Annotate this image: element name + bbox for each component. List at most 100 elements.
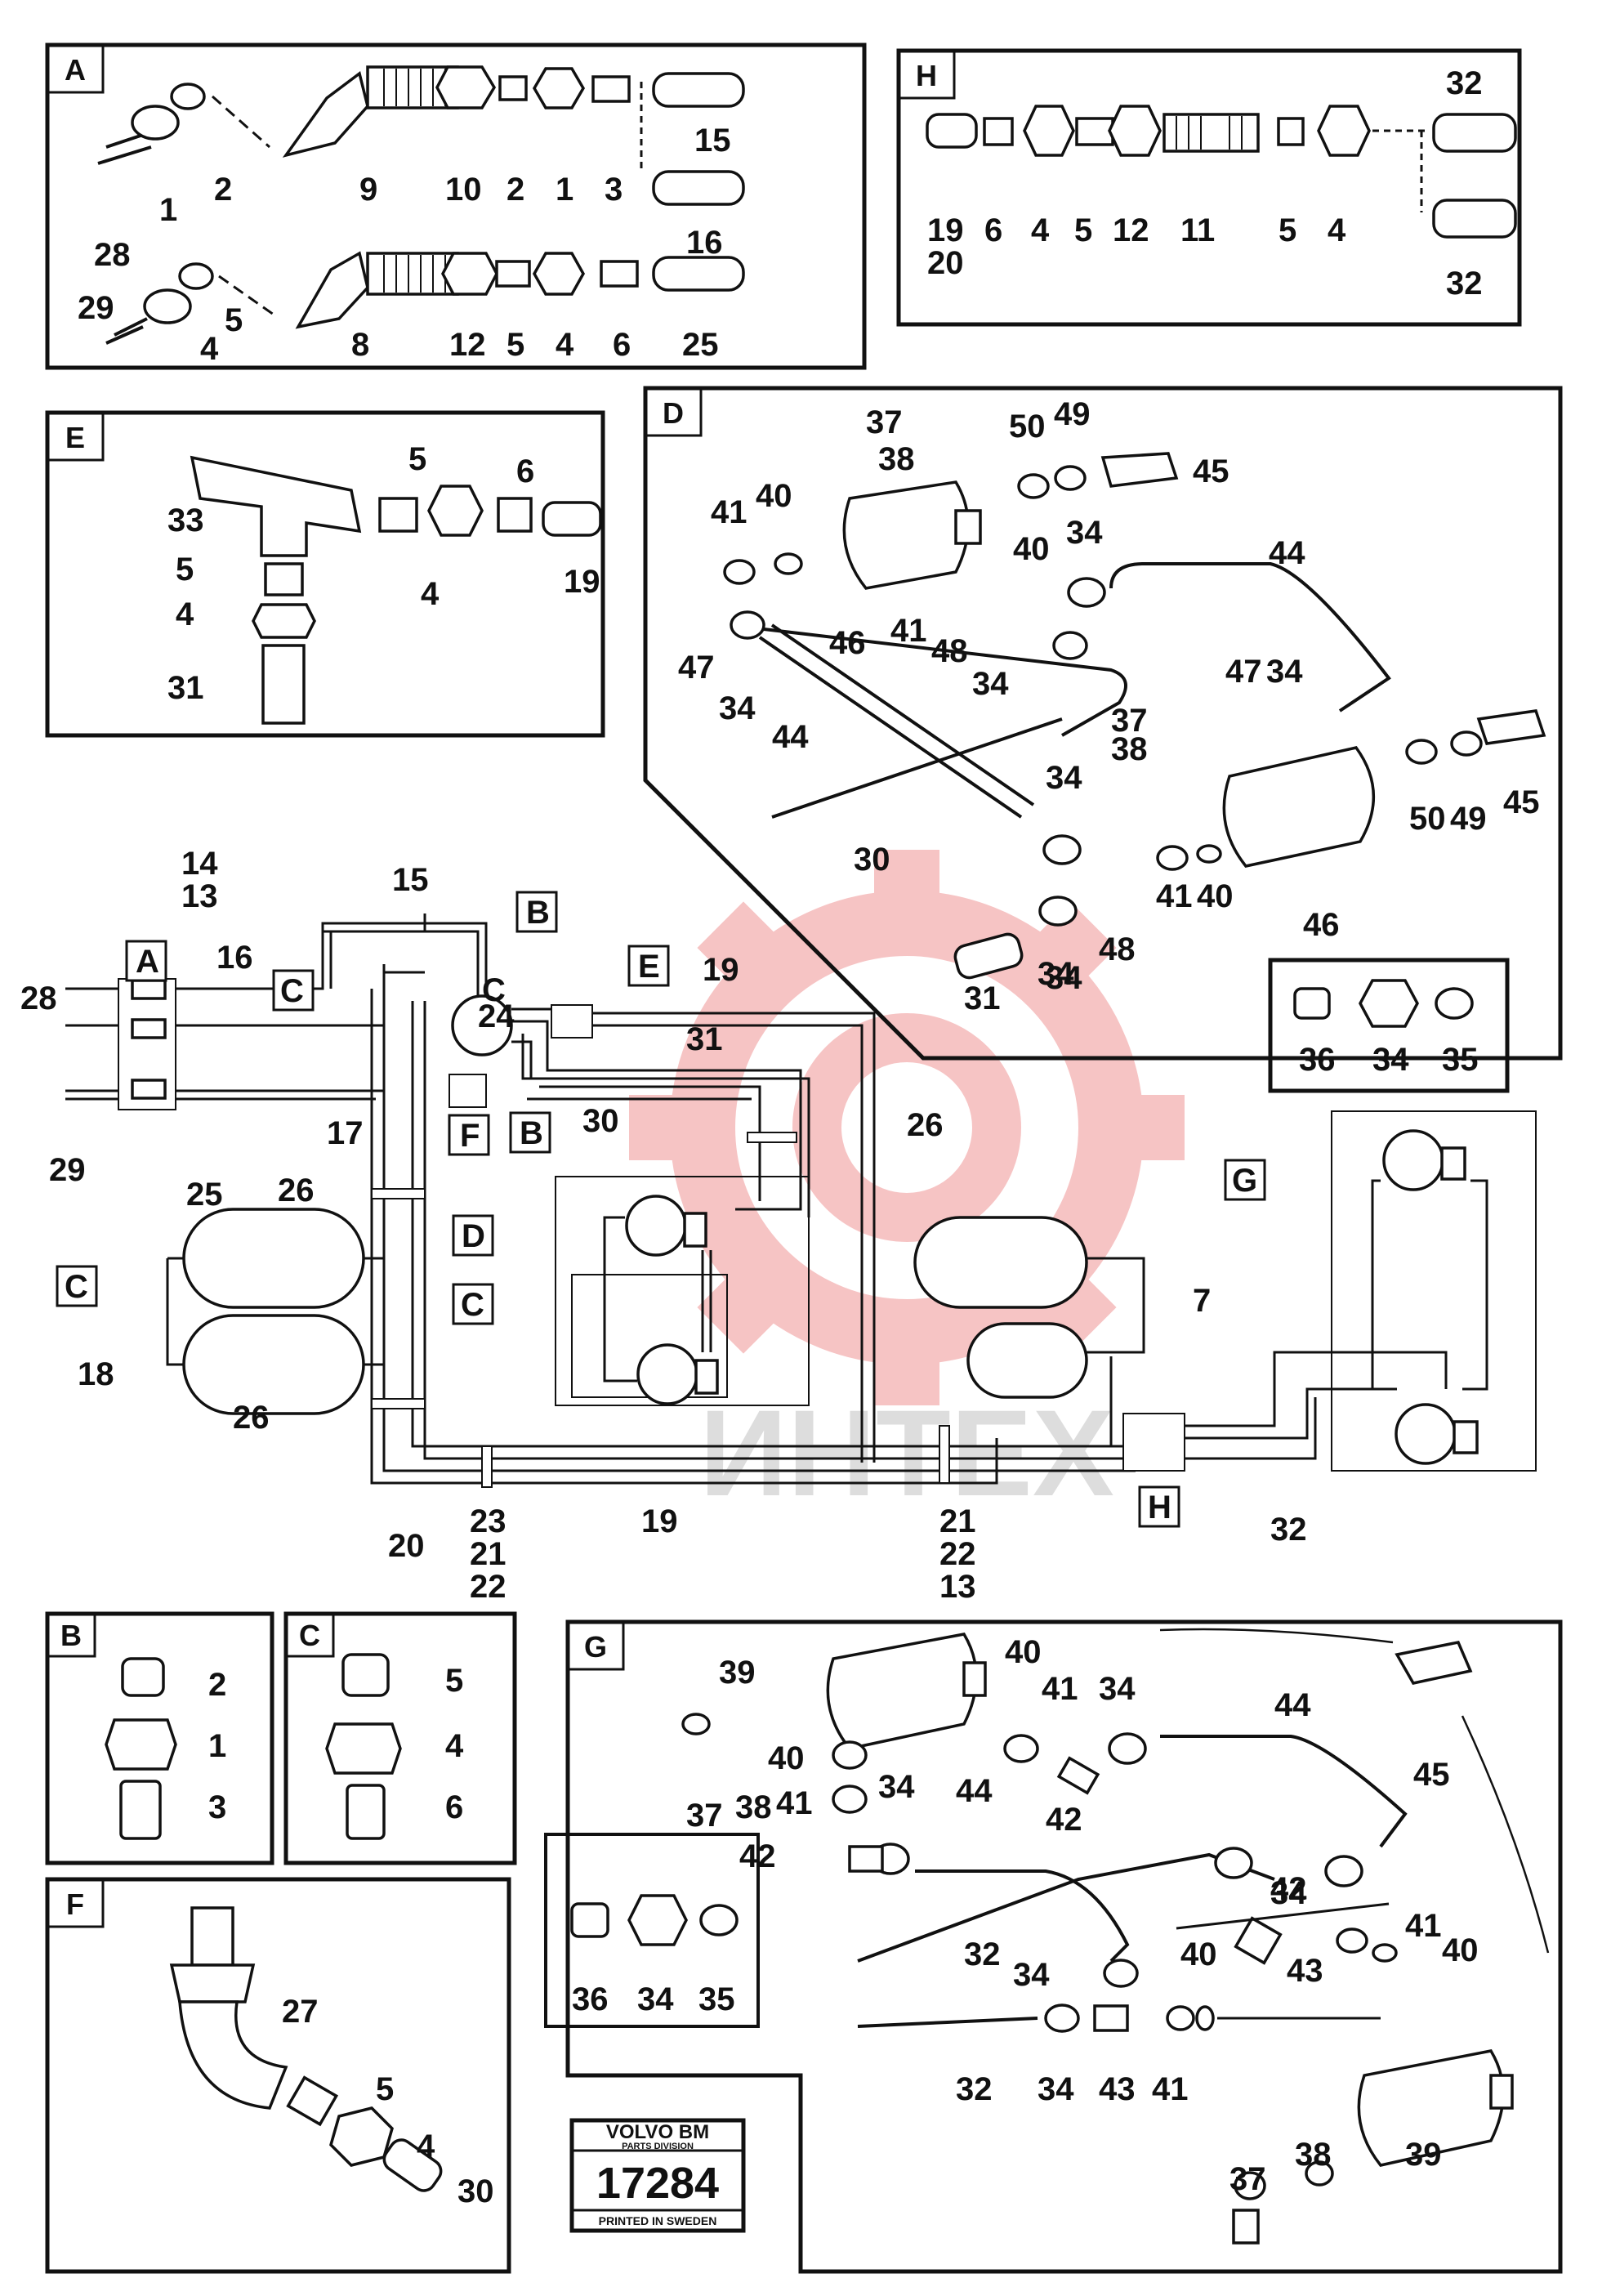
- callout-label: 28: [94, 237, 131, 273]
- callout-label: 22: [939, 1536, 976, 1572]
- callout-label: 32: [1446, 65, 1483, 101]
- callout-label: C: [65, 1269, 88, 1305]
- callout-label: 37: [1111, 703, 1148, 739]
- panel-h-letter: H: [916, 59, 937, 92]
- callout-label: F: [460, 1118, 480, 1154]
- callout-label: 22: [470, 1569, 507, 1605]
- panel-e-letter: E: [65, 421, 85, 454]
- callout-label: 33: [167, 503, 204, 538]
- callout-label: 25: [682, 327, 719, 363]
- callout-label: 5: [1074, 212, 1092, 248]
- watermark-gear-icon: [629, 850, 1185, 1405]
- callout-label: 34: [1013, 1957, 1050, 1993]
- callout-label: 13: [181, 878, 218, 914]
- panel-g-letter: G: [584, 1630, 607, 1664]
- panel-c-letter: C: [299, 1619, 320, 1652]
- callout-label: 26: [907, 1107, 944, 1143]
- callout-label: 15: [694, 123, 731, 159]
- callout-label: 31: [167, 670, 204, 706]
- volvo-parts-stamp: VOLVO BM PARTS DIVISION 17284 PRINTED IN…: [569, 2118, 746, 2233]
- callout-label: 45: [1413, 1757, 1450, 1793]
- callout-label: 19: [564, 564, 600, 600]
- callout-label: 32: [956, 2071, 993, 2107]
- callout-label: 11: [1180, 212, 1215, 248]
- callout-label: 50: [1409, 801, 1446, 837]
- callout-label: 18: [78, 1356, 114, 1392]
- callout-label: 7: [1193, 1283, 1211, 1319]
- callout-label: 40: [768, 1740, 805, 1776]
- callout-label: 12: [449, 327, 486, 363]
- callout-label: 31: [964, 980, 1001, 1016]
- callout-label: 44: [1269, 535, 1305, 571]
- callout-label: 34: [719, 690, 756, 726]
- callout-label: 32: [1270, 1512, 1307, 1548]
- callout-label: 5: [507, 327, 524, 363]
- callout-label: G: [1232, 1163, 1257, 1199]
- callout-label: 21: [939, 1503, 976, 1539]
- callout-label: 43: [1287, 1953, 1323, 1989]
- callout-label: 35: [1442, 1042, 1479, 1078]
- panel-a: A 1 2 9 10 2 1: [45, 42, 867, 370]
- main-callouts: 14 13 15 B 16 28 A C 24 E 19 31 C F B 30…: [20, 846, 1307, 1605]
- callout-label: 38: [1111, 731, 1148, 767]
- callout-label: 27: [282, 1994, 319, 2030]
- callout-label: 32: [1446, 266, 1483, 302]
- callout-label: 1: [208, 1728, 226, 1764]
- callout-label: 35: [698, 1981, 735, 2017]
- stamp-brand: VOLVO BM: [606, 2121, 709, 2143]
- callout-label: 38: [1295, 2137, 1332, 2173]
- callout-label: 30: [582, 1103, 619, 1139]
- callout-label: 29: [49, 1152, 86, 1188]
- callout-label: 36: [572, 1981, 609, 2017]
- callout-label: 2: [507, 172, 524, 208]
- callout-label: 34: [1038, 956, 1074, 992]
- callout-label: 45: [1193, 453, 1229, 489]
- callout-label: 4: [421, 576, 440, 612]
- panel-f: F 27 5 4 30: [45, 1877, 511, 2274]
- callout-label: 26: [233, 1400, 270, 1436]
- callout-label: 49: [1450, 801, 1487, 837]
- callout-label: C: [461, 1287, 484, 1323]
- callout-label: 42: [1270, 1871, 1307, 1907]
- callout-label: 5: [176, 552, 194, 587]
- callout-label: 44: [1274, 1687, 1311, 1723]
- callout-label: E: [638, 949, 660, 985]
- callout-label: 31: [686, 1021, 723, 1057]
- callout-label: 4: [445, 1728, 464, 1764]
- callout-label: 46: [829, 625, 866, 661]
- callout-label: 25: [186, 1177, 223, 1213]
- callout-label: 36: [1299, 1042, 1336, 1078]
- callout-label: 28: [20, 980, 57, 1016]
- callout-label: 6: [516, 453, 534, 489]
- callout-label: 6: [445, 1789, 463, 1825]
- callout-label: 30: [457, 2173, 494, 2209]
- callout-label: 34: [972, 666, 1009, 702]
- callout-label: 12: [1113, 212, 1149, 248]
- callout-label: 24: [478, 998, 515, 1034]
- panel-f-callouts: 27 5 4 30: [282, 1994, 494, 2209]
- callout-label: 47: [678, 650, 715, 686]
- callout-label: 43: [1099, 2071, 1136, 2107]
- callout-label: 34: [1372, 1042, 1409, 1078]
- main-schematic: 14 13 15 B 16 28 A C 24 E 19 31 C F B 30…: [20, 846, 1537, 1605]
- callout-label: 6: [613, 327, 631, 363]
- callout-label: B: [520, 1115, 543, 1151]
- panel-d-callouts: 37 38 50 49 45 41 40 40 34 44 47 34 44 4…: [678, 396, 1540, 1078]
- callout-label: 37: [1229, 2161, 1266, 2197]
- callout-label: 45: [1503, 784, 1540, 820]
- callout-label: 3: [208, 1789, 226, 1825]
- panel-h: H 19 20 6 4 5 12 11 5 4 32 32: [896, 48, 1522, 327]
- callout-label: 42: [739, 1838, 776, 1874]
- callout-label: 13: [939, 1569, 976, 1605]
- callout-label: A: [136, 944, 159, 980]
- callout-label: 37: [866, 404, 903, 440]
- panel-d-letter: D: [663, 396, 684, 430]
- panel-f-letter: F: [66, 1887, 84, 1921]
- callout-label: 4: [1328, 212, 1346, 248]
- callout-label: 40: [1005, 1634, 1042, 1670]
- callout-label: 40: [1180, 1936, 1217, 1972]
- callout-label: 4: [1031, 212, 1050, 248]
- callout-label: 32: [964, 1936, 1001, 1972]
- callout-label: 44: [772, 719, 809, 755]
- callout-label: 41: [1152, 2071, 1189, 2107]
